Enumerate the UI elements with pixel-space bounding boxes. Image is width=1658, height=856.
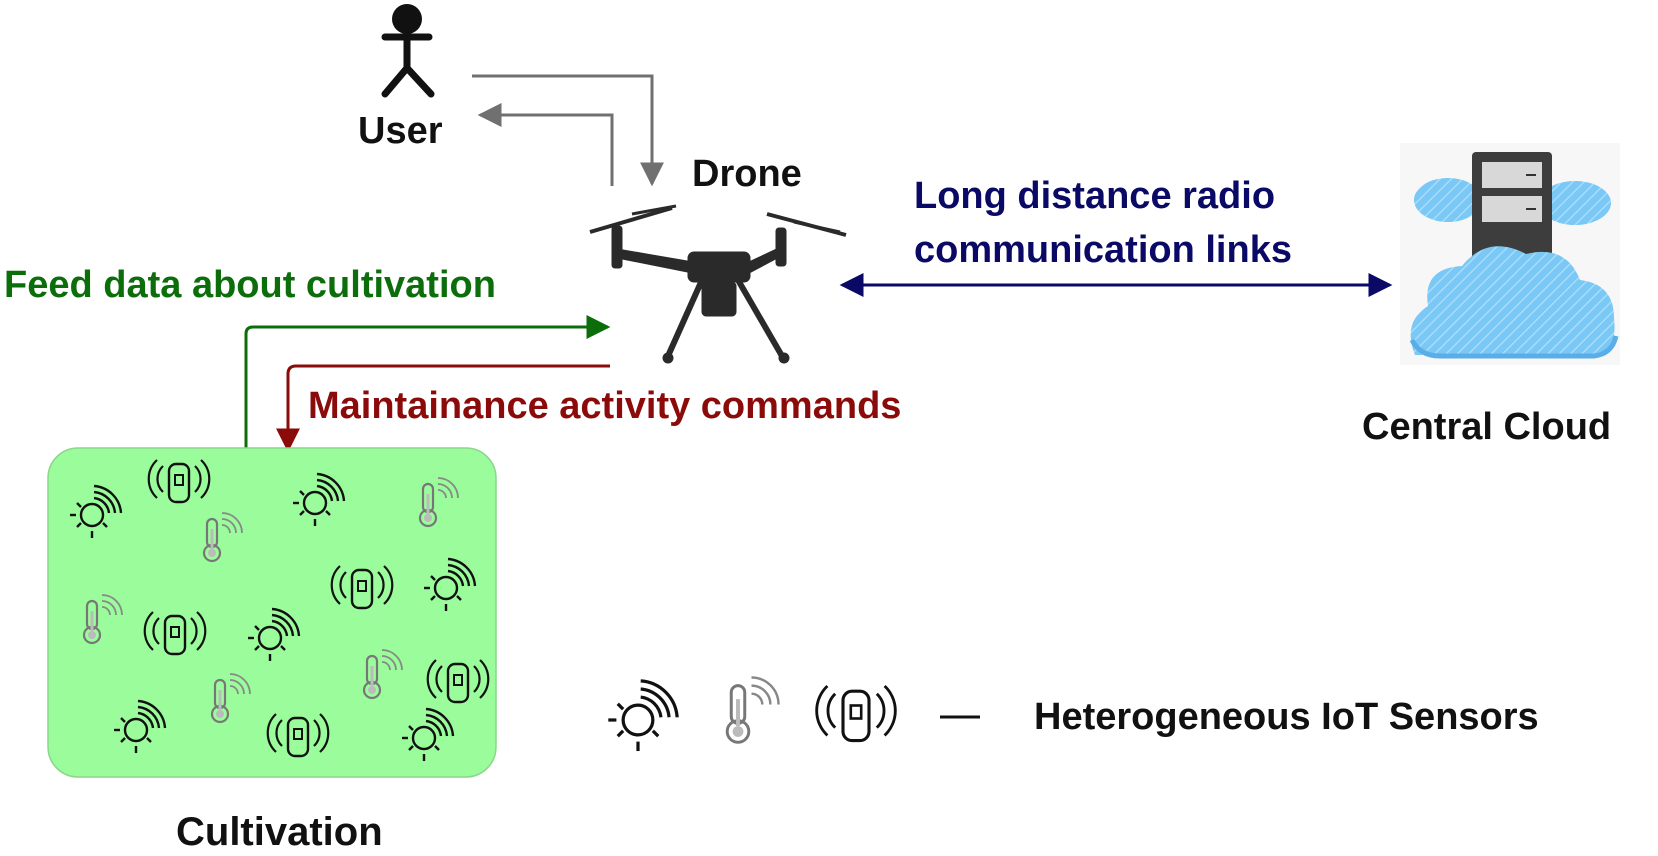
wireless-tag-sensor-icon — [815, 684, 897, 743]
cultivation-label: Cultivation — [176, 810, 383, 854]
user-label: User — [358, 110, 443, 152]
user-to-drone-arrow — [472, 74, 664, 187]
central-cloud-label: Central Cloud — [1362, 406, 1612, 448]
commands-label: Maintainance activity commands — [308, 385, 902, 427]
drone-to-user-arrow — [477, 103, 614, 186]
light-sensor-icon — [606, 679, 679, 753]
quadcopter-icon — [589, 204, 847, 364]
stick-figure-icon — [381, 4, 435, 98]
feed-data-label: Feed data about cultivation — [4, 264, 496, 306]
legend-icons — [606, 678, 980, 753]
feed-data-arrow — [244, 315, 611, 450]
radio-link-label-line2: communication links — [914, 229, 1292, 271]
cloud-server-icon — [1400, 143, 1620, 365]
radio-link-label-line1: Long distance radio — [914, 175, 1276, 217]
thermometer-sensor-icon — [727, 678, 778, 743]
drone-label: Drone — [692, 153, 802, 195]
cultivation-field — [47, 447, 497, 778]
legend-label: Heterogeneous IoT Sensors — [1034, 696, 1539, 738]
commands-arrow — [276, 364, 610, 453]
